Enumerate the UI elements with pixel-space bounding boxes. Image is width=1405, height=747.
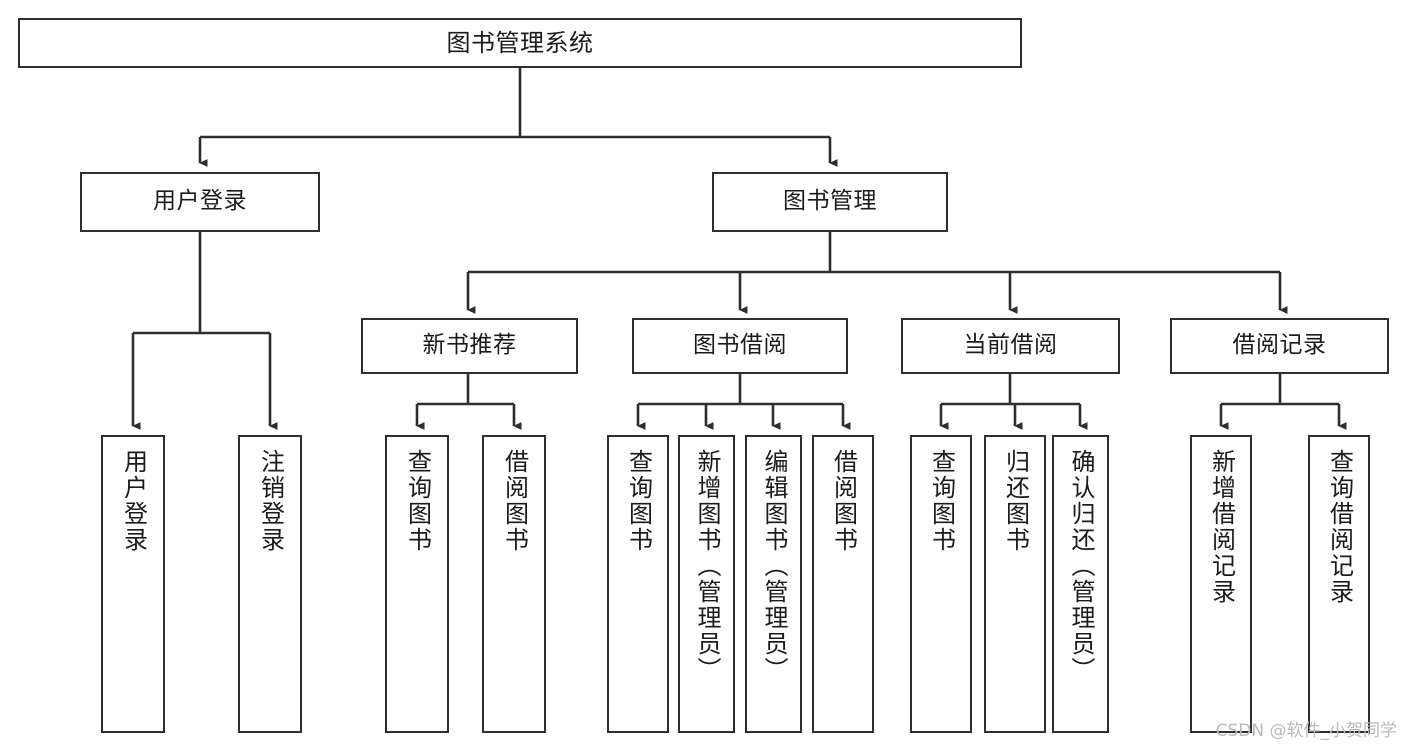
node-book-management[interactable]: 图书管理 xyxy=(712,172,948,232)
node-label: 编辑图书（管理员） xyxy=(759,449,788,683)
node-label: 借阅记录 xyxy=(1232,332,1327,359)
node-book-borrow[interactable]: 图书借阅 xyxy=(632,318,848,374)
node-label: 用户登录 xyxy=(119,449,148,553)
node-label: 图书管理 xyxy=(783,188,877,215)
node-label: 新增图书（管理员） xyxy=(692,449,721,683)
node-label: 图书借阅 xyxy=(693,332,787,359)
watermark-text: CSDN @软件_小贺同学 xyxy=(1215,721,1397,741)
node-label: 图书管理系统 xyxy=(446,28,594,57)
node-current-borrow[interactable]: 当前借阅 xyxy=(901,318,1120,374)
leaf-add-borrow-record[interactable]: 新增借阅记录 xyxy=(1190,435,1252,733)
node-user-login[interactable]: 用户登录 xyxy=(80,172,320,232)
node-root-system[interactable]: 图书管理系统 xyxy=(18,18,1022,68)
leaf-user-login[interactable]: 用户登录 xyxy=(101,435,165,733)
leaf-edit-book-admin[interactable]: 编辑图书（管理员） xyxy=(745,435,802,733)
node-label: 新增借阅记录 xyxy=(1207,449,1236,605)
node-borrow-records[interactable]: 借阅记录 xyxy=(1170,318,1389,374)
leaf-return-book[interactable]: 归还图书 xyxy=(984,435,1046,733)
leaf-add-book-admin[interactable]: 新增图书（管理员） xyxy=(678,435,735,733)
leaf-query-borrow-record[interactable]: 查询借阅记录 xyxy=(1308,435,1370,733)
node-label: 借阅图书 xyxy=(500,449,529,553)
node-label: 查询借阅记录 xyxy=(1325,449,1354,605)
node-label: 新书推荐 xyxy=(422,332,517,359)
node-label: 归还图书 xyxy=(1001,449,1030,553)
leaf-query-book-newbook[interactable]: 查询图书 xyxy=(385,435,449,733)
leaf-confirm-return-admin[interactable]: 确认归还（管理员） xyxy=(1052,435,1109,733)
node-label: 用户登录 xyxy=(153,188,247,215)
leaf-borrow-book-newbook[interactable]: 借阅图书 xyxy=(482,435,546,733)
leaf-borrow-book[interactable]: 借阅图书 xyxy=(812,435,874,733)
leaf-logout[interactable]: 注销登录 xyxy=(238,435,302,733)
node-label: 借阅图书 xyxy=(829,449,858,553)
leaf-query-book-borrow[interactable]: 查询图书 xyxy=(607,435,669,733)
node-label: 注销登录 xyxy=(256,449,285,553)
node-label: 查询图书 xyxy=(927,449,956,553)
node-label: 查询图书 xyxy=(624,449,653,553)
leaf-query-book-current[interactable]: 查询图书 xyxy=(910,435,972,733)
node-label: 确认归还（管理员） xyxy=(1066,449,1095,683)
node-label: 查询图书 xyxy=(403,449,432,553)
node-new-book-recommend[interactable]: 新书推荐 xyxy=(361,318,578,374)
node-label: 当前借阅 xyxy=(963,332,1058,359)
